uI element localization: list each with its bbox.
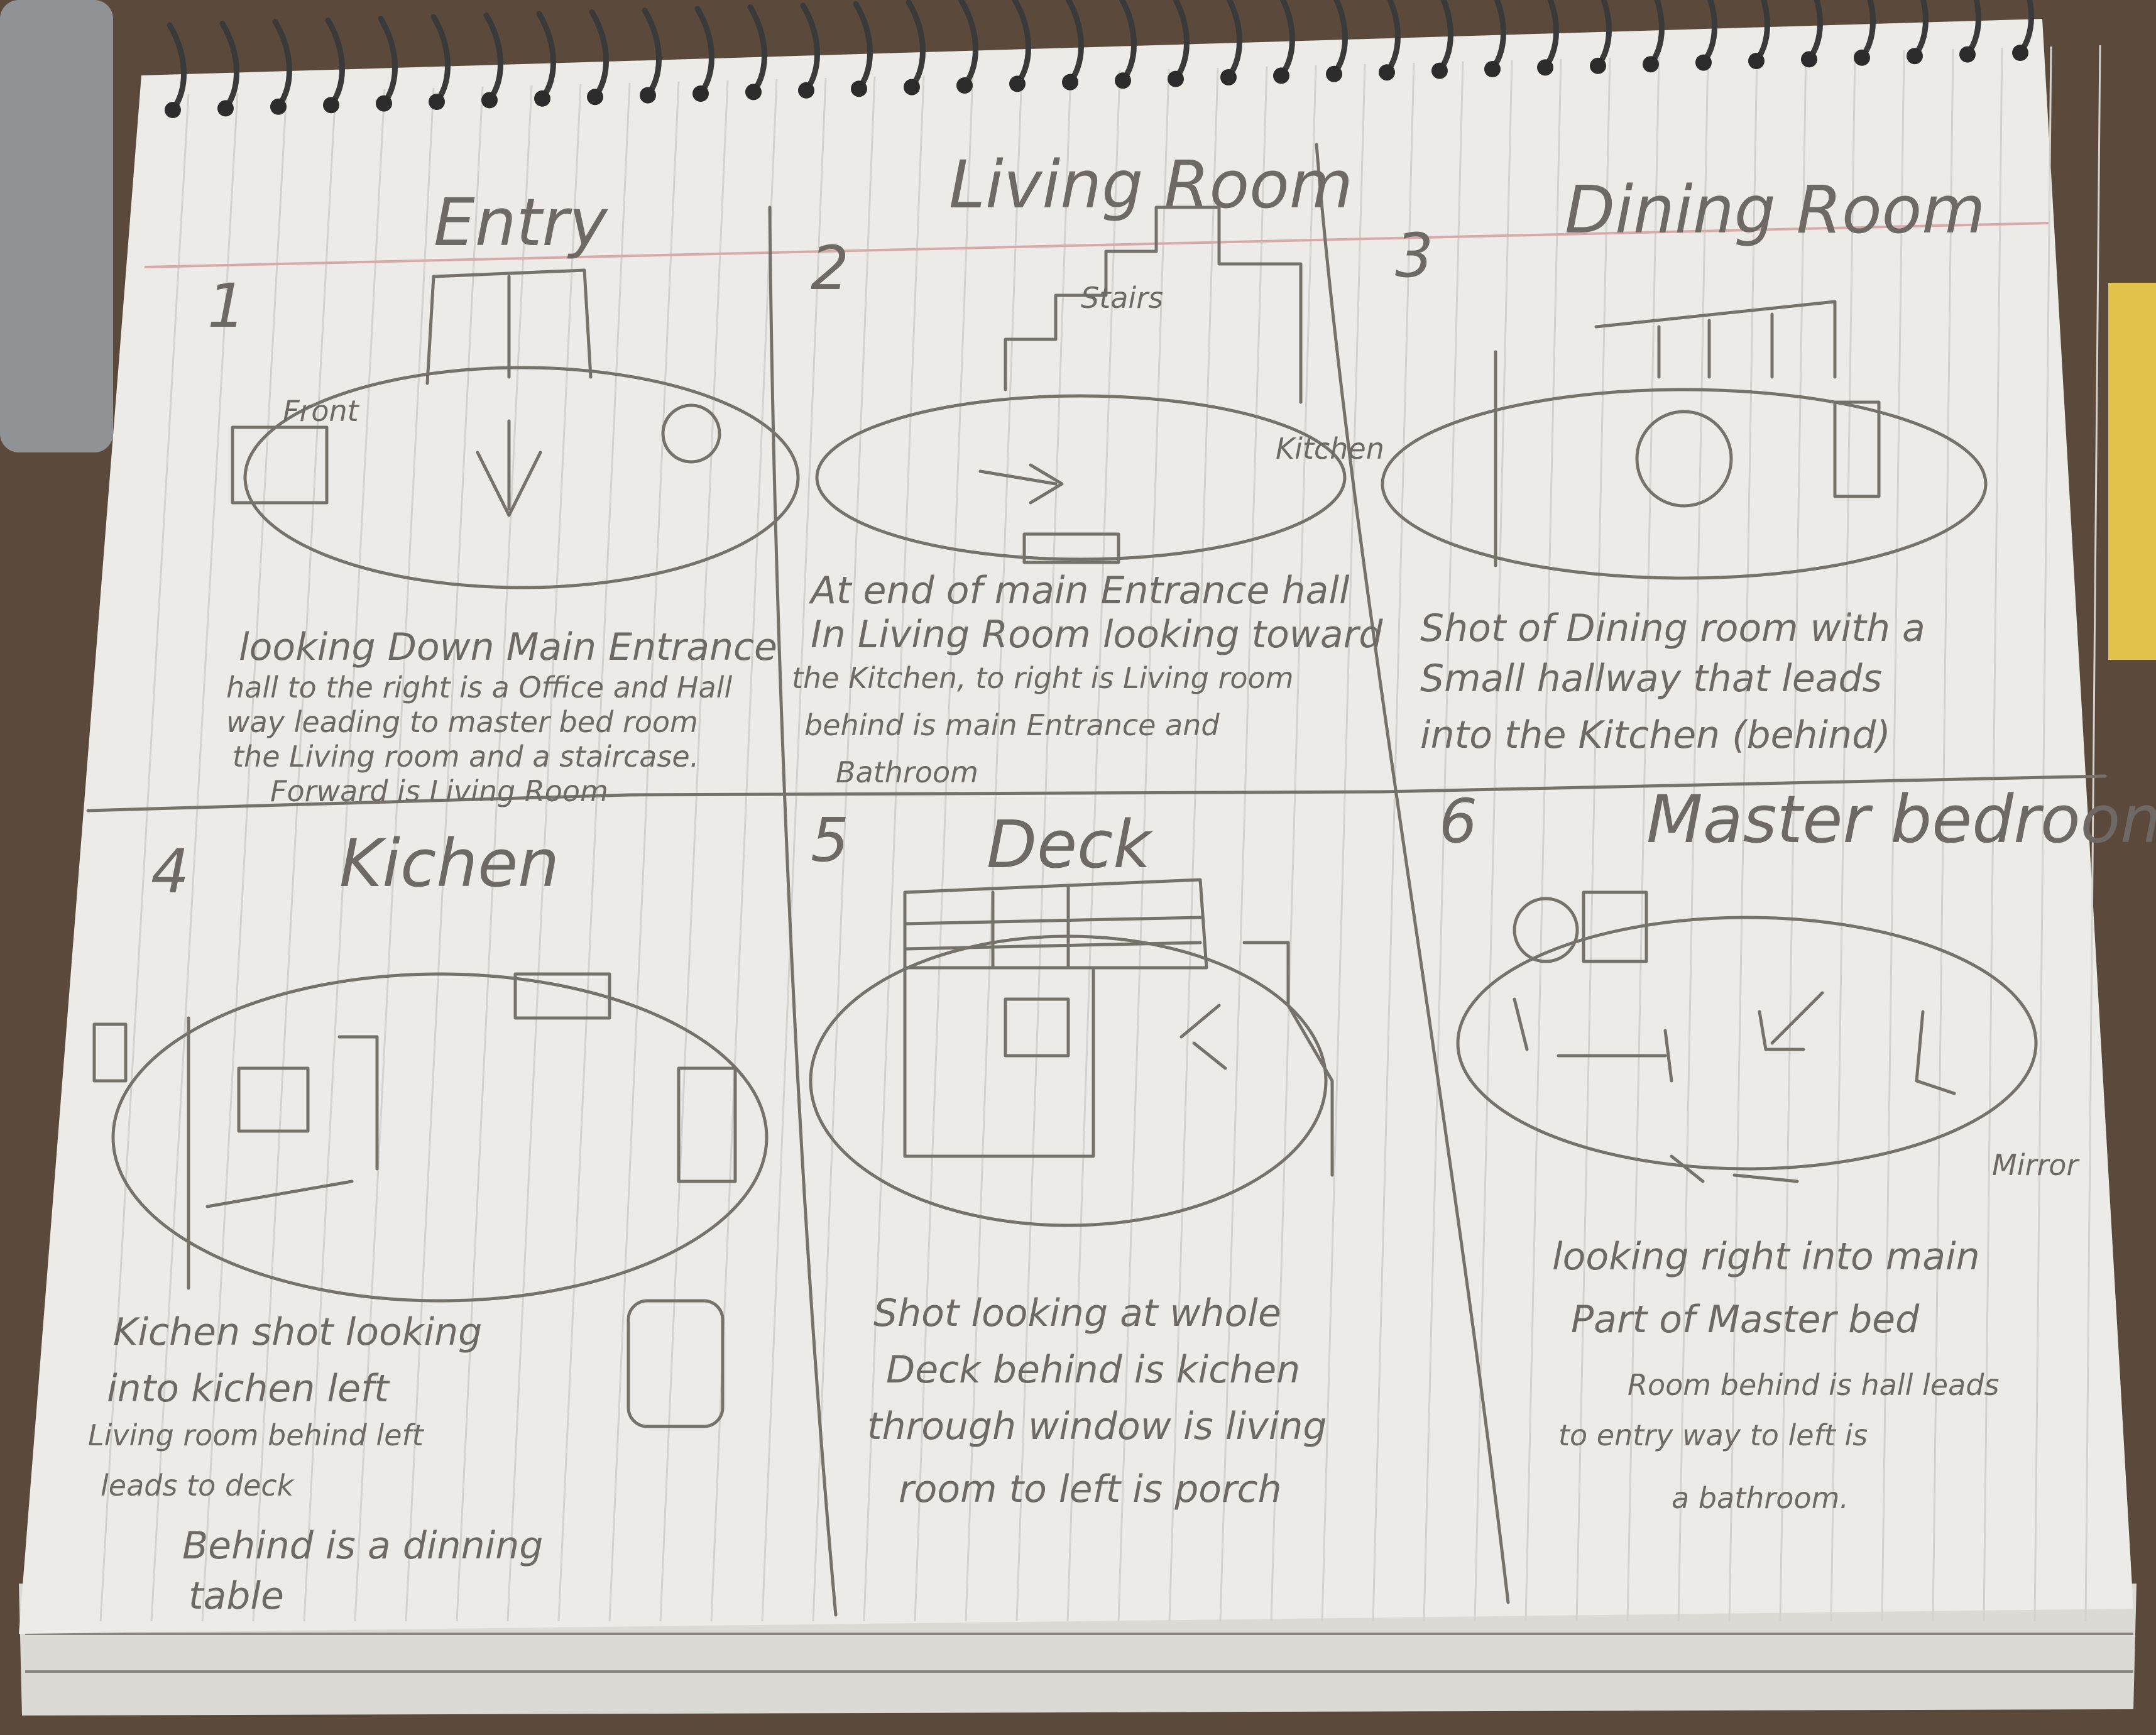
spiral-hole [640, 87, 656, 104]
spiral-hole [2012, 45, 2028, 61]
panel-6-label-mirror: Mirror [1992, 1148, 2080, 1182]
panel-5-number: 5 [811, 805, 849, 875]
gray-device [0, 0, 113, 452]
panel-2-label-stairs: Stairs [1081, 281, 1163, 315]
spiral-hole [1695, 55, 1712, 71]
panel-5-caption-2: Deck behind is kichen [886, 1348, 1300, 1392]
panel-1-caption-5: Forward is Living Room [270, 774, 608, 808]
panel-4-title: Kichen [339, 825, 559, 902]
spiral-hole [904, 79, 920, 96]
spiral-hole [1748, 53, 1765, 69]
spiral-hole [323, 97, 339, 113]
spiral-hole [1009, 75, 1026, 92]
spiral-hole [376, 96, 392, 112]
panel-4-caption-3: Living room behind left [88, 1418, 425, 1452]
panel-4-caption-6: table [189, 1574, 284, 1618]
panel-6-caption-2: Part of Master bed [1571, 1298, 1920, 1342]
spiral-hole [1907, 48, 1923, 64]
spiral-hole [1168, 71, 1184, 87]
panel-4-caption-1: Kichen shot looking [113, 1310, 482, 1354]
spiral-hole [798, 82, 814, 99]
panel-1-caption-2: hall to the right is a Office and Hall [226, 670, 732, 704]
spiral-hole [1854, 50, 1870, 66]
panel-2-caption-1: At end of main Entrance hall [808, 569, 1350, 613]
panel-3-title: Dining Room [1565, 172, 1986, 248]
panel-6-title: Master bedroom [1646, 781, 2156, 858]
panel-2-title: Living Room [949, 146, 1353, 223]
spiral-hole [1062, 74, 1078, 90]
spiral-hole [534, 90, 550, 107]
spiral-hole [1643, 56, 1659, 72]
panel-2-number: 2 [811, 233, 849, 304]
spiral-hole [745, 84, 762, 100]
spiral-hole [1273, 67, 1289, 84]
spiral-hole [1484, 61, 1501, 77]
pencil [2108, 283, 2156, 660]
panel-4-caption-2: into kichen left [107, 1367, 390, 1411]
panel-4-number: 4 [151, 836, 189, 907]
panel-2-caption-3: the Kitchen, to right is Living room [792, 661, 1294, 695]
panel-1-title: Entry [434, 184, 608, 261]
spiral-hole [1590, 58, 1606, 74]
spiral-hole [1959, 47, 1976, 63]
spiral-hole [1220, 69, 1237, 85]
panel-1-caption-1: looking Down Main Entrance [239, 625, 777, 669]
spiral-hole [1801, 51, 1817, 67]
panel-6-caption-3: Room behind is hall leads [1628, 1368, 1999, 1402]
spiral-hole [1537, 59, 1553, 75]
spiral-hole [429, 94, 445, 110]
panel-5-caption-4: room to left is porch [899, 1467, 1282, 1511]
panel-2-label-kitchen: Kitchen [1276, 432, 1384, 466]
panel-1-caption-4: the Living room and a staircase. [233, 740, 699, 774]
panel-3-number: 3 [1395, 221, 1433, 291]
spiral-hole [165, 102, 181, 118]
panel-2-caption-2: In Living Room looking toward [811, 613, 1383, 657]
panel-5-caption-3: through window is living [867, 1404, 1327, 1448]
spiral-hole [217, 100, 234, 116]
spiral-hole [692, 85, 709, 102]
panel-3-caption-2: Small hallway that leads [1420, 657, 1882, 701]
spiral-hole [1326, 66, 1342, 82]
panel-3-caption-1: Shot of Dining room with a [1420, 606, 1925, 650]
spiral-hole [270, 99, 287, 115]
panel-6-caption-4: to entry way to left is [1558, 1418, 1868, 1452]
panel-4-caption-5: Behind is a dinning [182, 1524, 543, 1568]
panel-6-caption-5: a bathroom. [1672, 1481, 1849, 1515]
panel-6-number: 6 [1439, 786, 1477, 857]
panel-1-number: 1 [207, 271, 246, 341]
spiral-hole [481, 92, 498, 108]
panel-4-caption-4: leads to deck [101, 1469, 295, 1502]
spiral-hole [587, 89, 603, 105]
panel-3-caption-3: into the Kitchen (behind) [1420, 713, 1891, 757]
spiral-hole [1431, 63, 1448, 79]
panel-2-caption-4: behind is main Entrance and [804, 708, 1220, 742]
panel-2-caption-5: Bathroom [836, 755, 978, 789]
panel-5-caption-1: Shot looking at whole [873, 1291, 1281, 1335]
panel-6-caption-1: looking right into main [1552, 1235, 1980, 1279]
panel-1-caption-3: way leading to master bed room [226, 705, 698, 739]
spiral-hole [956, 77, 973, 94]
panel-1-label-front: Front [283, 394, 360, 428]
spiral-hole [851, 80, 867, 97]
spiral-hole [1115, 72, 1131, 89]
spiral-hole [1379, 64, 1395, 80]
panel-5-title: Deck [987, 806, 1153, 883]
